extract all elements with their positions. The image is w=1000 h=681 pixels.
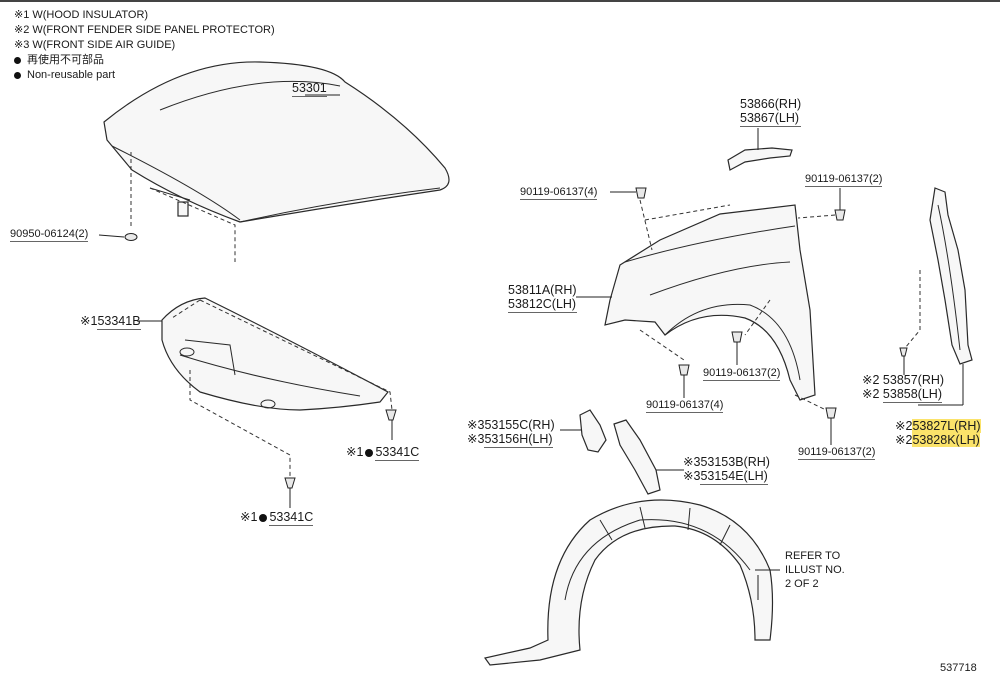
illustration-number: 537718	[940, 662, 977, 674]
label-bolt-bottom-right[interactable]: 90119-06137(2)	[798, 446, 876, 460]
hood-clip-icon	[124, 233, 138, 241]
bolt-mid-icon	[731, 331, 743, 343]
seal-icon	[899, 347, 908, 357]
bullet-icon	[14, 56, 21, 64]
insulator-dashline	[199, 299, 393, 411]
hood-insulator-part	[161, 297, 389, 411]
label-bolt-top-left[interactable]: 90119-06137(4)	[520, 186, 598, 200]
label-bolt-mid[interactable]: 90119-06137(2)	[703, 367, 781, 381]
bullet-icon	[14, 71, 21, 79]
air-guide-a-part	[579, 409, 607, 453]
label-bracket[interactable]: 53866(RH) 53867(LH)	[740, 97, 802, 127]
clip-c1-icon	[385, 409, 397, 421]
label-seal[interactable]: ※2 53857(RH) ※2 53858(LH)	[862, 373, 945, 403]
fender-liner-part	[483, 499, 774, 666]
label-protector[interactable]: ※253827L(RH) ※253828K(LH)	[895, 419, 981, 447]
label-bolt-top-right[interactable]: 90119-06137(2)	[805, 173, 883, 187]
label-air-guide-b[interactable]: ※353153B(RH) ※353154E(LH)	[683, 455, 770, 485]
bolt-bottom-left-icon	[678, 364, 690, 376]
refer-note[interactable]: REFER TO ILLUST NO. 2 OF 2	[785, 550, 845, 590]
note-nonreusable-jp: 再使用不可部品	[14, 53, 275, 68]
note-nonreusable-en: Non-reusable part	[14, 68, 275, 83]
label-bolt-bottom-left[interactable]: 90119-06137(4)	[646, 399, 724, 413]
clip-c2-icon	[284, 477, 296, 489]
hood-dashline	[149, 187, 236, 262]
label-hood-clip[interactable]: 90950-06124(2)	[10, 228, 89, 242]
bolt-top-left-icon	[635, 187, 647, 199]
fender-bracket-part	[727, 147, 793, 171]
bolt-top-right-icon	[834, 209, 846, 221]
front-fender-part	[604, 204, 816, 401]
bolt-bottom-right-icon	[825, 407, 837, 419]
note-fender-protector: ※2 W(FRONT FENDER SIDE PANEL PROTECTOR)	[14, 24, 275, 36]
label-insulator[interactable]: ※153341B	[80, 314, 141, 330]
label-air-guide-a[interactable]: ※353155C(RH) ※353156H(LH)	[467, 418, 555, 448]
label-fender[interactable]: 53811A(RH) 53812C(LH)	[508, 283, 577, 313]
note-hood-insulator: ※1 W(HOOD INSULATOR)	[14, 9, 149, 21]
label-hood[interactable]: 53301	[292, 81, 327, 97]
nonreusable-icon	[365, 448, 374, 457]
legend-notes: ※1 W(HOOD INSULATOR) ※2 W(FRONT FENDER S…	[14, 8, 275, 83]
note-air-guide: ※3 W(FRONT SIDE AIR GUIDE)	[14, 39, 176, 51]
air-guide-b-part	[613, 419, 661, 495]
nonreusable-icon	[259, 513, 268, 522]
hood-part	[103, 61, 450, 223]
side-panel-protector-part	[929, 187, 973, 365]
